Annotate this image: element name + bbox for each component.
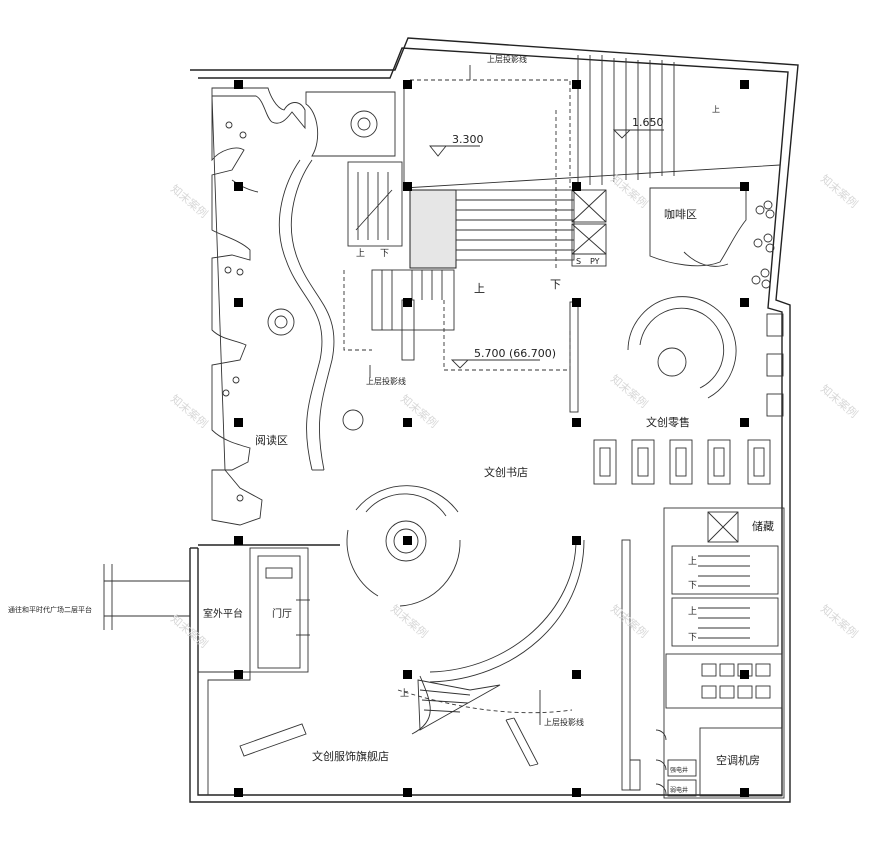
watermark-4: 知末案例	[168, 392, 211, 431]
up-stair-left: 上	[356, 248, 365, 259]
vestibule	[103, 544, 340, 795]
projection-note-mid: 上层投影线	[366, 376, 406, 386]
bookstore-rings	[346, 485, 461, 607]
level-1650: 1.650	[632, 116, 664, 129]
bridge-label: 通往和平时代广场二层平台	[8, 605, 92, 614]
stair-lower-left	[371, 269, 455, 361]
reading-area-label: 阅读区	[255, 433, 288, 447]
watermark-3: 知末案例	[818, 172, 861, 211]
projection-note-top: 上层投影线	[487, 54, 527, 64]
projection-note-bottom: 上层投影线	[544, 717, 584, 727]
down-core-1: 下	[688, 581, 697, 591]
watermark-11: 知末案例	[818, 602, 861, 641]
retail-label: 文创零售	[646, 415, 690, 429]
reading-area-decor	[222, 110, 378, 502]
up-curved-stair: 上	[400, 688, 409, 699]
retail-display	[593, 296, 784, 485]
elevator-py-label: PY	[590, 257, 600, 266]
down-stair-left: 下	[380, 249, 389, 259]
stair-main	[455, 189, 575, 261]
exterior-walls	[189, 37, 799, 803]
watermark-6: 知末案例	[608, 372, 651, 411]
down-main-stair: 下	[550, 278, 561, 291]
elevator-s-label: S	[576, 257, 581, 266]
level-3300: 3.300	[452, 133, 484, 146]
up-main-stair: 上	[474, 282, 485, 295]
projection-lines	[343, 79, 573, 714]
level-markers	[369, 65, 664, 725]
cafe-label: 咖啡区	[664, 207, 697, 221]
elevator-upper	[571, 189, 607, 267]
watermark-2: 知末案例	[608, 172, 651, 211]
stair-top-right	[577, 55, 675, 185]
up-core-2: 上	[688, 606, 697, 617]
watermark-9: 知末案例	[388, 602, 431, 641]
service-core	[621, 507, 785, 799]
bookstore-label: 文创书店	[484, 465, 528, 479]
shaft-label-1: 强电井	[670, 766, 688, 774]
ac-room-label: 空调机房	[716, 753, 760, 767]
storage-label: 储藏	[752, 519, 774, 533]
cafe-area	[649, 187, 775, 289]
watermarks: 知末案例 知末案例 知末案例 知末案例 知末案例 知末案例 知末案例 知末案例 …	[168, 172, 861, 651]
stair-upper-left	[347, 161, 457, 269]
reading-area-wall	[211, 87, 396, 526]
curved-wall	[411, 301, 585, 767]
down-core-2: 下	[688, 633, 697, 643]
watermark-1: 知末案例	[168, 182, 211, 221]
watermark-10: 知末案例	[608, 602, 651, 641]
flagship-label: 文创服饰旗舰店	[312, 749, 389, 763]
structural-columns	[234, 80, 749, 797]
up-core-1: 上	[688, 556, 697, 567]
level-5700: 5.700 (66.700)	[474, 347, 556, 360]
shaft-label-2: 弱电井	[670, 786, 688, 794]
room-labels: 阅读区 咖啡区 文创书店 文创零售 储藏 室外平台 门厅 文创服饰旗舰店 空调机…	[8, 54, 774, 794]
outdoor-terrace-label: 室外平台	[203, 607, 243, 620]
up-top-right: 上	[712, 105, 720, 114]
vestibule-label: 门厅	[272, 607, 292, 620]
watermark-7: 知末案例	[818, 382, 861, 421]
